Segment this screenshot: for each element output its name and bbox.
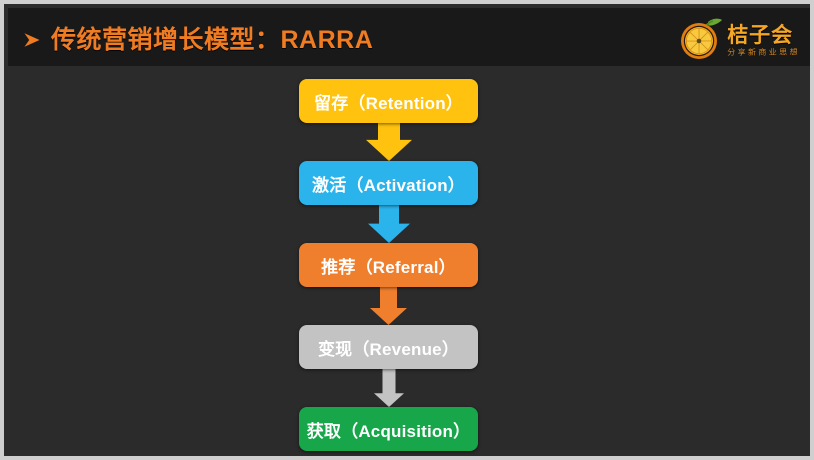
node-label: 变现（Revenue） [317, 339, 460, 359]
brand-logo: 桔子会 分享新商业思想 [677, 14, 800, 64]
node-label: 激活（Activation） [312, 175, 465, 195]
arrow-referral-to-revenue [299, 287, 478, 325]
brand-tagline: 分享新商业思想 [727, 47, 800, 57]
node-acquisition: 获取（Acquisition） [299, 407, 478, 451]
brand-name: 桔子会 [727, 23, 794, 47]
node-activation: 激活（Activation） [299, 161, 478, 205]
node-retention: 留存（Retention） [299, 79, 478, 123]
node-label: 获取（Acquisition） [306, 421, 471, 441]
arrow-retention-to-activation [299, 123, 478, 161]
slide-header: 传统营销增长模型：RARRA [8, 8, 810, 66]
arrow-revenue-to-acquisition [299, 369, 478, 407]
node-label: 推荐（Referral） [321, 257, 456, 277]
node-label: 留存（Retention） [314, 93, 463, 113]
arrow-bullet-icon [24, 32, 40, 47]
page-title-text: 传统营销增长模型：RARRA [51, 26, 374, 54]
node-referral: 推荐（Referral） [299, 243, 478, 287]
arrow-activation-to-referral [299, 205, 478, 243]
brand-logo-type: 桔子会 分享新商业思想 [727, 21, 800, 58]
node-revenue: 变现（Revenue） [299, 325, 478, 369]
page-title: 传统营销增长模型：RARRA [22, 20, 373, 56]
orange-slice-icon [677, 16, 723, 62]
rarra-flow-diagram: 留存（Retention） 激活（Activation） 推荐（Referral） 变… [299, 79, 478, 451]
